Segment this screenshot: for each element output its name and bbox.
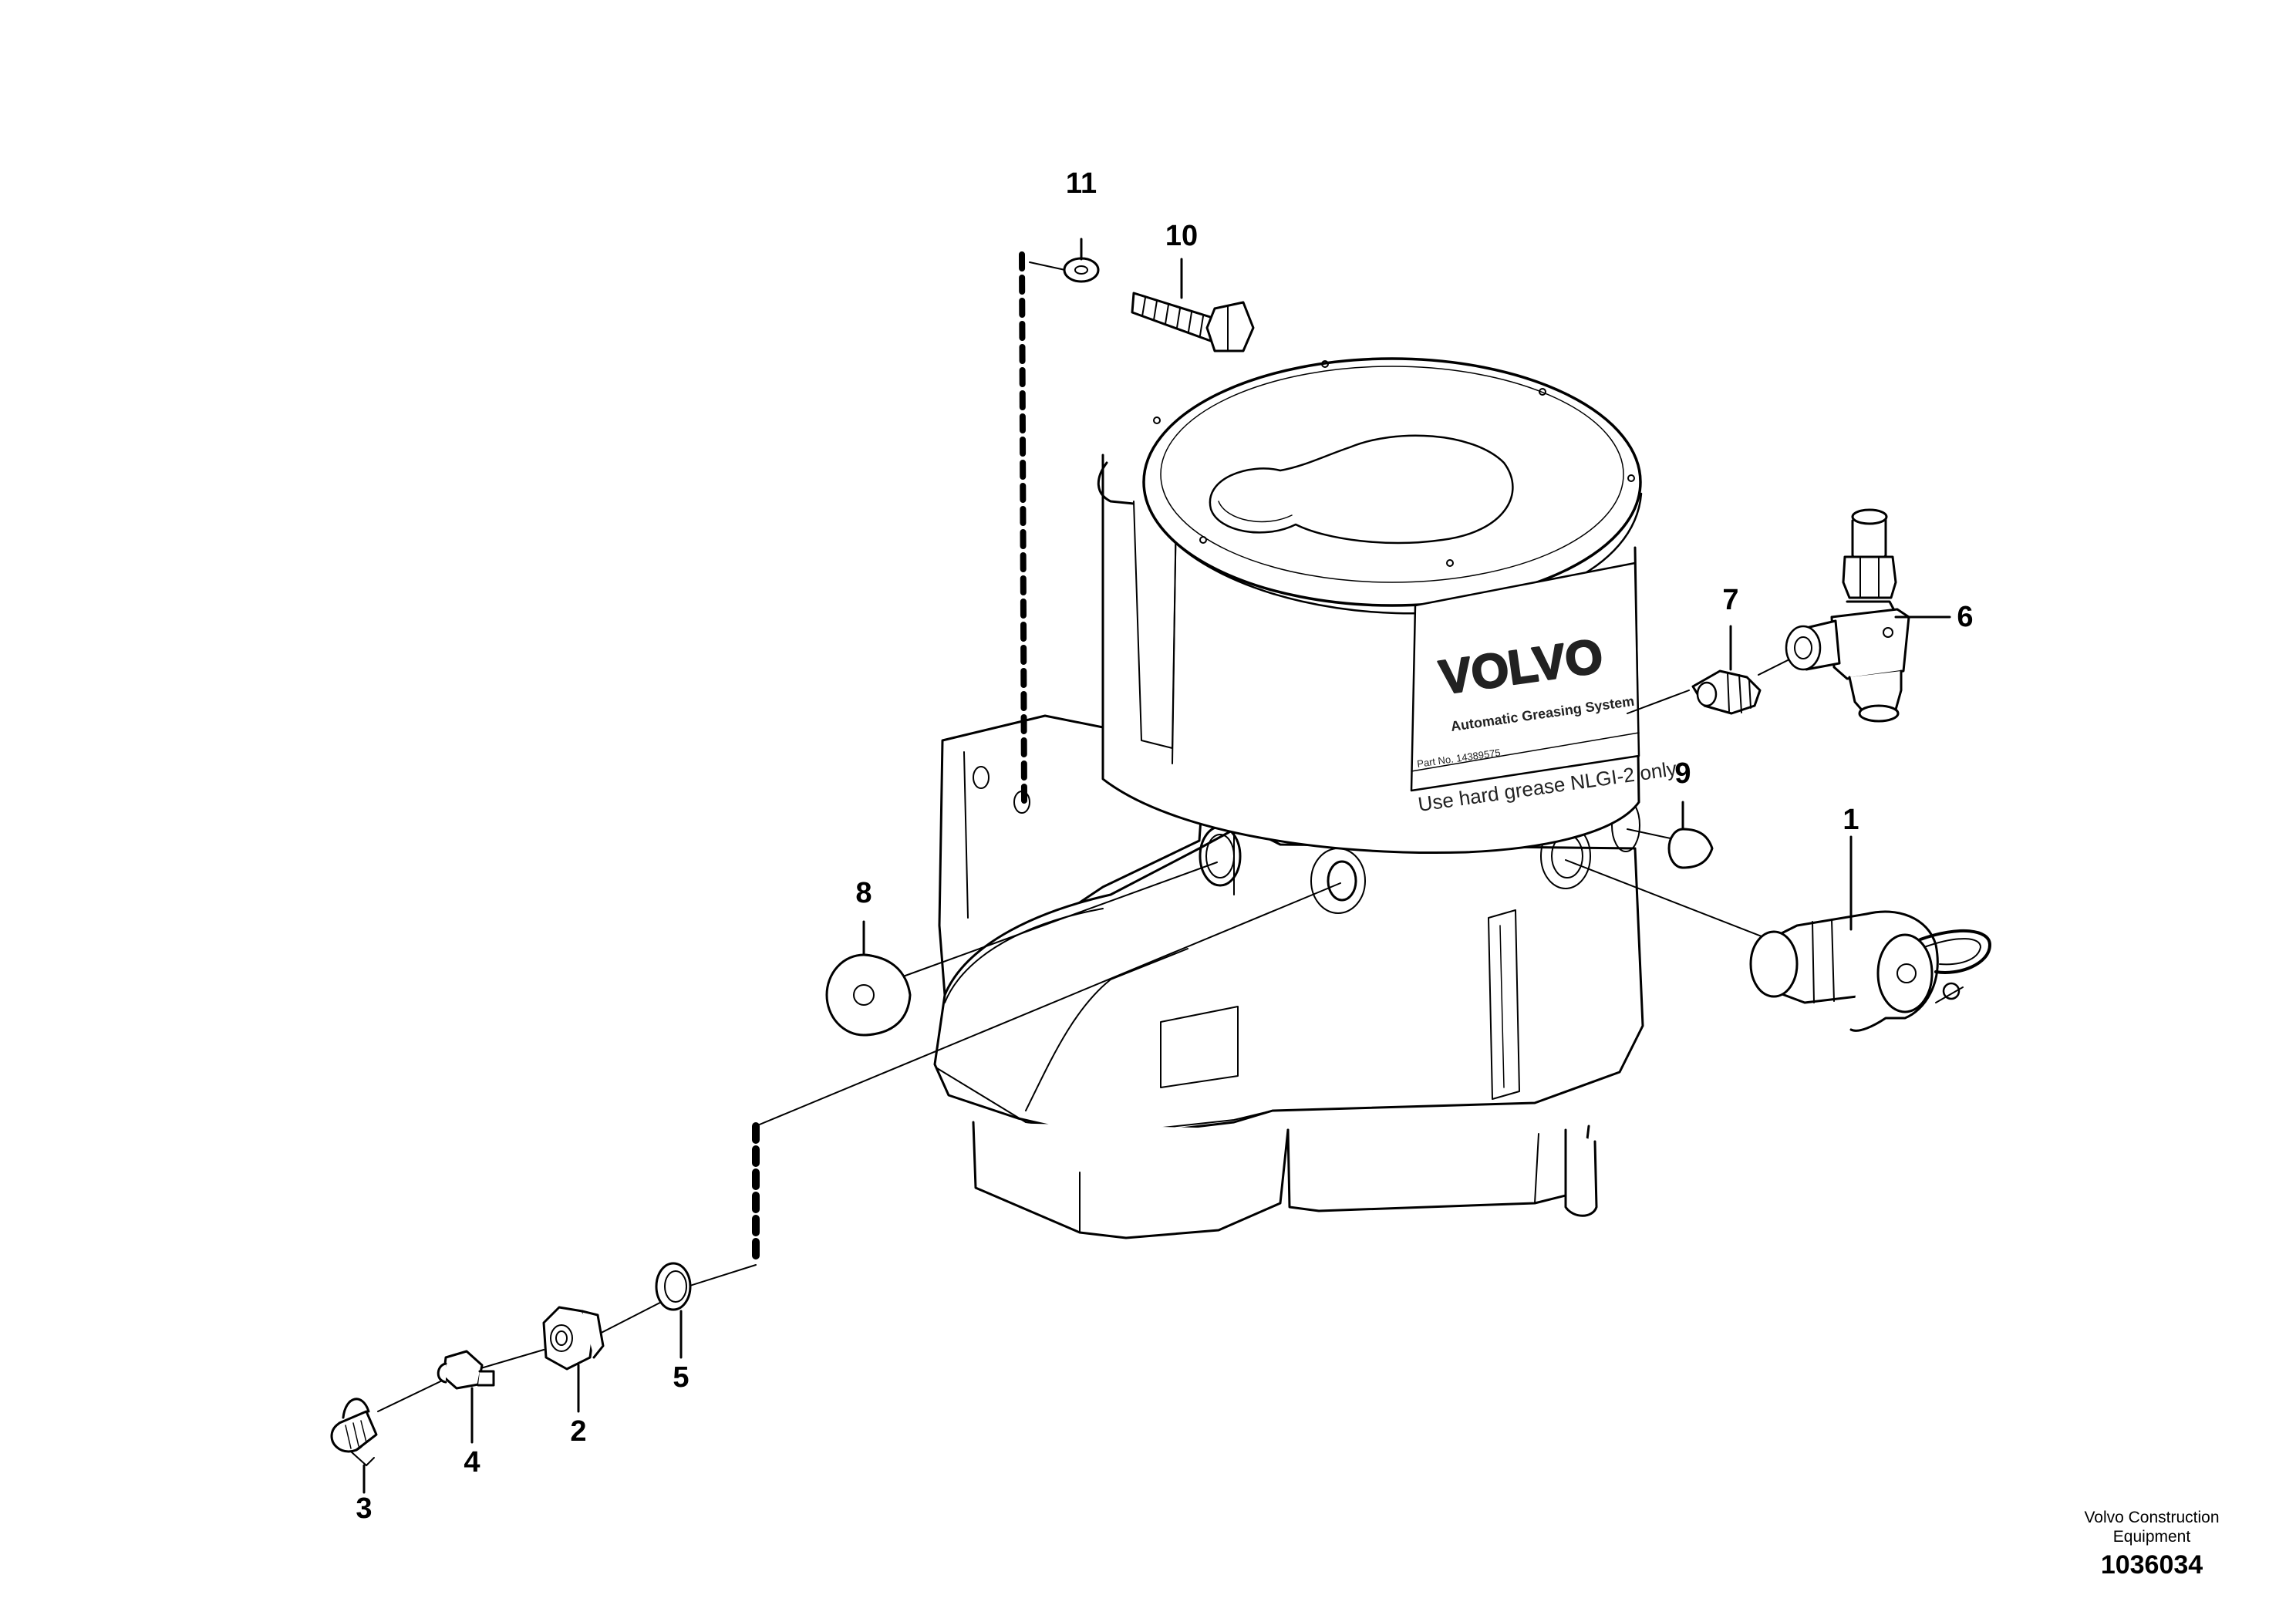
part-5-o-ring [655, 1262, 692, 1311]
callout-10: 10 [1165, 220, 1198, 252]
reservoir-lid [1142, 357, 1642, 607]
pump-base-housing [933, 824, 1644, 1139]
part-8-plug [825, 953, 912, 1037]
part-1-connector [1749, 910, 1991, 1032]
part-11-washer [1063, 257, 1100, 283]
callout-1: 1 [1843, 804, 1859, 836]
part-7-nipple [1691, 669, 1762, 715]
callout-5: 5 [673, 1361, 689, 1394]
callout-6: 6 [1957, 601, 1973, 633]
callout-labels: 1 2 3 4 5 6 7 8 9 10 11 [356, 167, 1973, 1525]
reservoir-decal: VOLVO Automatic Greasing System Part No.… [1410, 561, 1678, 816]
lid-fill-cap [1209, 434, 1514, 545]
part-10-screw [1131, 292, 1255, 352]
part-9-plug [1667, 828, 1714, 869]
footer-company: Volvo Construction Equipment [2036, 1508, 2267, 1546]
footer-company-line1: Volvo Construction [2084, 1509, 2220, 1526]
callout-9: 9 [1674, 757, 1691, 790]
drawing-number: 1036034 [2100, 1550, 2203, 1580]
callout-11: 11 [1066, 167, 1097, 200]
callout-8: 8 [855, 877, 872, 909]
pump-lower-block [972, 1121, 1290, 1239]
callout-7: 7 [1722, 584, 1738, 616]
callout-2: 2 [570, 1415, 586, 1448]
part-6-tee-fitting [1785, 508, 1910, 723]
part-3-nipple-cap [330, 1398, 378, 1466]
callout-4: 4 [464, 1446, 480, 1479]
footer-company-line2: Equipment [2112, 1528, 2191, 1546]
part-4-nipple [437, 1350, 495, 1390]
grease-pump-assembly: VOLVO Automatic Greasing System Part No.… [933, 357, 1678, 1239]
callout-leaders [362, 238, 1951, 1494]
callout-3: 3 [356, 1492, 372, 1525]
assembly-leader-lines [377, 251, 1821, 1412]
part-2-adapter [542, 1306, 605, 1371]
